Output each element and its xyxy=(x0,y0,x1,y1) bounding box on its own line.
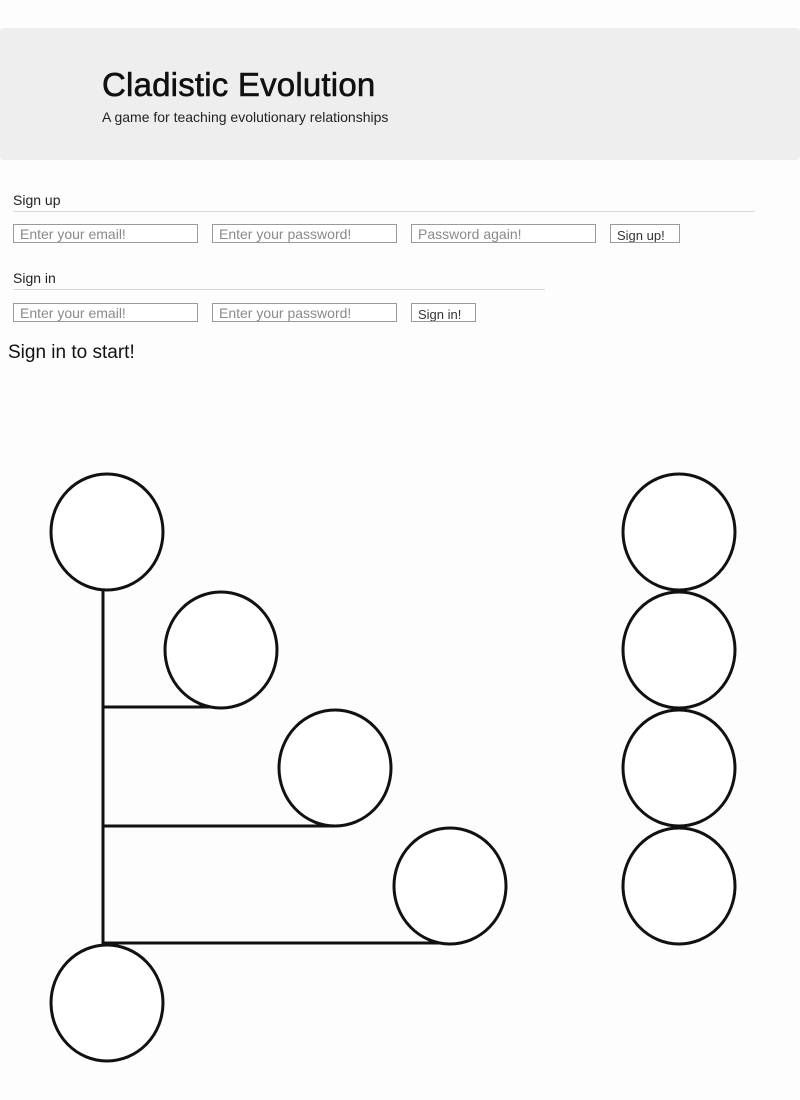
signup-password-field[interactable] xyxy=(212,224,397,243)
species-pool xyxy=(621,472,737,946)
page-title: Cladistic Evolution xyxy=(102,66,376,104)
tree-slot-5[interactable] xyxy=(49,943,165,1063)
signin-legend: Sign in xyxy=(13,270,56,286)
signin-button[interactable]: Sign in! xyxy=(411,303,476,322)
pool-slot-3[interactable] xyxy=(621,708,737,828)
pool-slot-4[interactable] xyxy=(621,826,737,946)
pool-slot-2[interactable] xyxy=(621,590,737,710)
pool-slot-1[interactable] xyxy=(621,472,737,592)
signup-email-field[interactable] xyxy=(13,224,198,243)
page-subtitle: A game for teaching evolutionary relatio… xyxy=(102,109,389,125)
tree-branches xyxy=(101,590,450,945)
signup-password-again-field[interactable] xyxy=(411,224,596,243)
tree-slots xyxy=(49,472,508,1063)
tree-slot-4[interactable] xyxy=(392,826,508,946)
tree-slot-root[interactable] xyxy=(49,472,165,592)
signin-password-field[interactable] xyxy=(212,303,397,322)
signin-email-field[interactable] xyxy=(13,303,198,322)
signup-divider xyxy=(13,211,755,212)
signin-divider xyxy=(13,289,545,290)
header-banner: Cladistic Evolution A game for teaching … xyxy=(0,28,800,160)
tree-slot-2[interactable] xyxy=(163,590,279,710)
signup-legend: Sign up xyxy=(13,192,61,208)
signup-button[interactable]: Sign up! xyxy=(610,224,680,243)
tree-slot-3[interactable] xyxy=(277,708,393,828)
status-message: Sign in to start! xyxy=(8,342,135,363)
